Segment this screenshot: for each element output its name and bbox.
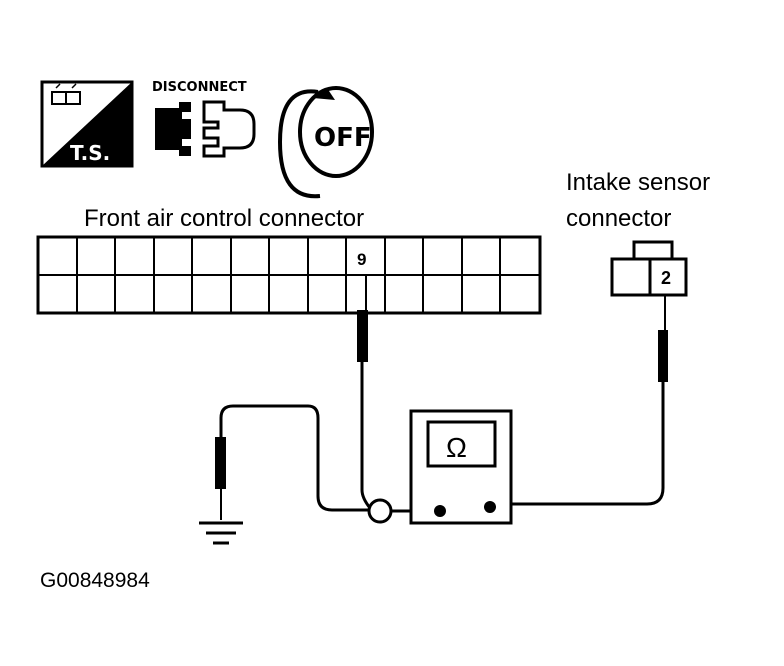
off-label: OFF	[314, 123, 372, 153]
ground-symbol	[199, 521, 243, 545]
disconnect-label: DISCONNECT	[152, 80, 247, 95]
intake-connector-title-line2: connector	[566, 205, 671, 232]
intake-connector-title-line1: Intake sensor	[566, 169, 710, 196]
ts-label: T.S.	[70, 141, 110, 165]
probe-intake-connector	[490, 295, 668, 506]
front-connector-pin-9: 9	[357, 250, 366, 269]
probe-ground	[215, 404, 372, 520]
ohmmeter: Ω	[409, 409, 513, 525]
front-connector-title: Front air control connector	[84, 205, 364, 232]
troubleshooting-icon: T.S.	[40, 80, 134, 168]
ignition-off-icon: OFF	[277, 86, 374, 199]
meter-terminal-right	[484, 501, 496, 513]
figure-id: G00848984	[40, 569, 150, 592]
ohm-symbol: Ω	[446, 432, 467, 463]
front-air-control-connector: 9	[36, 235, 542, 315]
intake-sensor-connector: 2	[610, 240, 688, 297]
probe-front-connector	[357, 275, 368, 490]
intake-connector-pin-2: 2	[661, 268, 671, 288]
meter-terminal-left	[434, 505, 446, 517]
disconnect-icon: DISCONNECT	[152, 80, 256, 158]
